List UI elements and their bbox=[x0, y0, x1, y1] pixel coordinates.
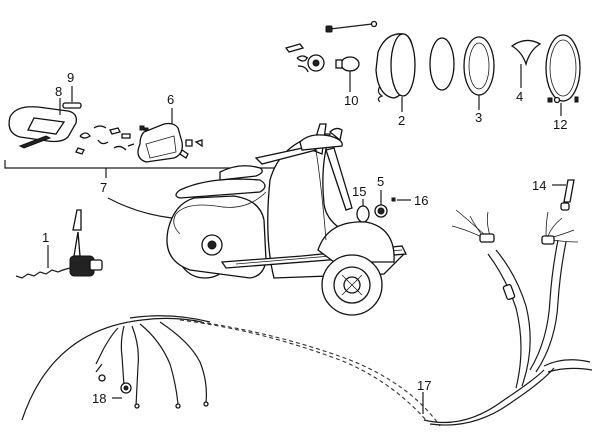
tail-lamp-frame-part bbox=[137, 108, 183, 163]
wiring-harness-part: 17 bbox=[21, 209, 593, 427]
terminal-lug-part: 18 bbox=[92, 391, 122, 406]
callout-4: 4 bbox=[516, 89, 523, 104]
callout-10: 10 bbox=[344, 93, 358, 108]
callout-14: 14 bbox=[532, 178, 546, 193]
callout-18: 18 bbox=[92, 391, 106, 406]
headlamp-lens-part bbox=[463, 36, 495, 110]
small-parts-group: 15 5 16 bbox=[352, 174, 428, 223]
tail-lamp-hardware-parts bbox=[75, 125, 203, 159]
callout-17: 17 bbox=[417, 378, 431, 393]
tail-lamp-housing-part bbox=[8, 106, 77, 149]
callout-7: 7 bbox=[100, 180, 107, 195]
callout-16: 16 bbox=[414, 193, 428, 208]
callout-15: 15 bbox=[352, 184, 366, 199]
headlamp-clip-parts bbox=[284, 43, 325, 73]
headlamp-assembly: 10 2 3 4 12 bbox=[284, 20, 581, 132]
tail-lamp-assembly: 9 8 6 bbox=[4, 70, 281, 178]
tail-lamp-bulb-part bbox=[62, 86, 82, 109]
headlamp-bulb-part bbox=[335, 56, 360, 92]
grommet-part bbox=[356, 205, 370, 223]
headlamp-reflector-part bbox=[375, 33, 416, 112]
callout-8: 8 bbox=[55, 84, 62, 99]
headlamp-rim-part bbox=[545, 34, 581, 116]
callout-12: 12 bbox=[553, 117, 567, 132]
callout-3: 3 bbox=[475, 110, 482, 125]
headlamp-seal-part bbox=[510, 39, 542, 88]
callout-1: 1 bbox=[42, 230, 49, 245]
switch-part bbox=[374, 190, 388, 218]
callout-9: 9 bbox=[67, 70, 74, 85]
callout-2: 2 bbox=[398, 113, 405, 128]
leader-7 bbox=[107, 197, 173, 219]
headlamp-screw-part bbox=[325, 20, 378, 33]
ignition-lock-part: 1 bbox=[15, 209, 103, 279]
callout-5: 5 bbox=[377, 174, 384, 189]
callout-6: 6 bbox=[167, 92, 174, 107]
scooter-illustration bbox=[166, 123, 408, 316]
fuse-part: 14 bbox=[532, 178, 575, 211]
headlamp-ring-part bbox=[429, 37, 455, 91]
screw-16-part bbox=[391, 197, 396, 202]
